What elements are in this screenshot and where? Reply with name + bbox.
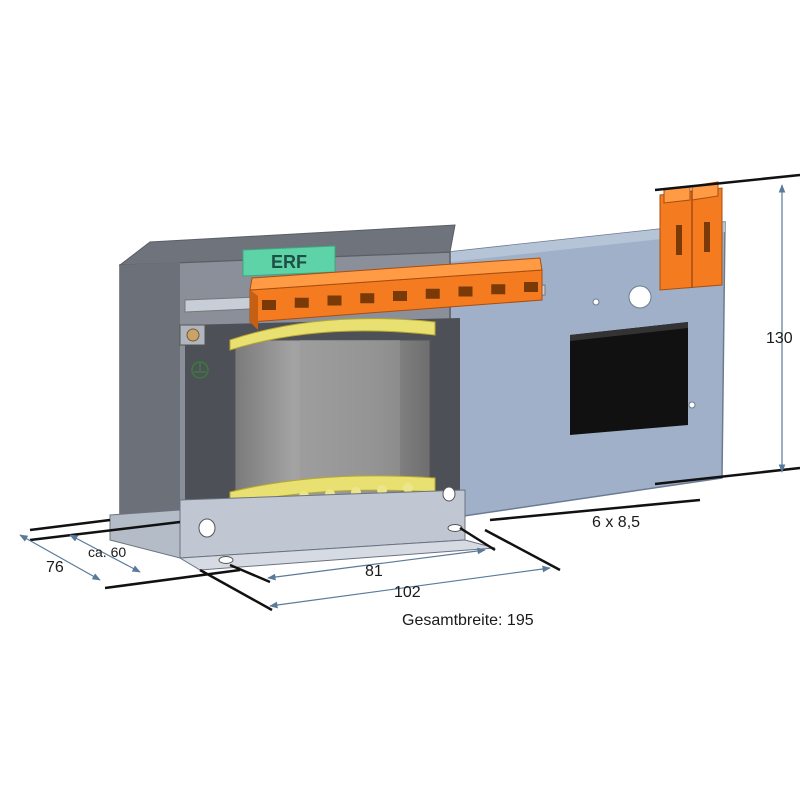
- black-component: [570, 322, 688, 435]
- ground-icon: [191, 361, 209, 379]
- dim-depth-a-label: 76: [46, 559, 64, 576]
- terminal-slot: [327, 295, 342, 306]
- terminal-block-right: [659, 181, 723, 291]
- dim-holes-label: 6 x 8,5: [592, 514, 640, 531]
- terminal-slot: [425, 288, 440, 299]
- ground-terminal: [179, 324, 206, 346]
- terminal-slot: [393, 291, 407, 301]
- dim-hole-spacing-b-label: 102: [394, 584, 421, 601]
- dim-height-label: 130: [766, 330, 793, 347]
- terminal-slot: [524, 282, 538, 292]
- logo-text: ERF: [271, 252, 307, 272]
- dim-depth-b-label: ca. 60: [88, 544, 126, 560]
- terminal-slot: [458, 286, 473, 297]
- terminal-slot: [491, 284, 506, 295]
- manufacturer-logo: ERF: [242, 245, 336, 277]
- terminal-slot: [360, 293, 375, 304]
- terminal-slot: [294, 297, 309, 308]
- terminal-slot: [262, 300, 276, 310]
- dim-total-width-label: Gesamtbreite: 195: [402, 612, 534, 629]
- dimension-arrows: [19, 184, 786, 609]
- transformer-coil: [229, 318, 436, 506]
- dim-hole-spacing-a-label: 81: [365, 563, 383, 580]
- terminal-slots: [262, 282, 538, 310]
